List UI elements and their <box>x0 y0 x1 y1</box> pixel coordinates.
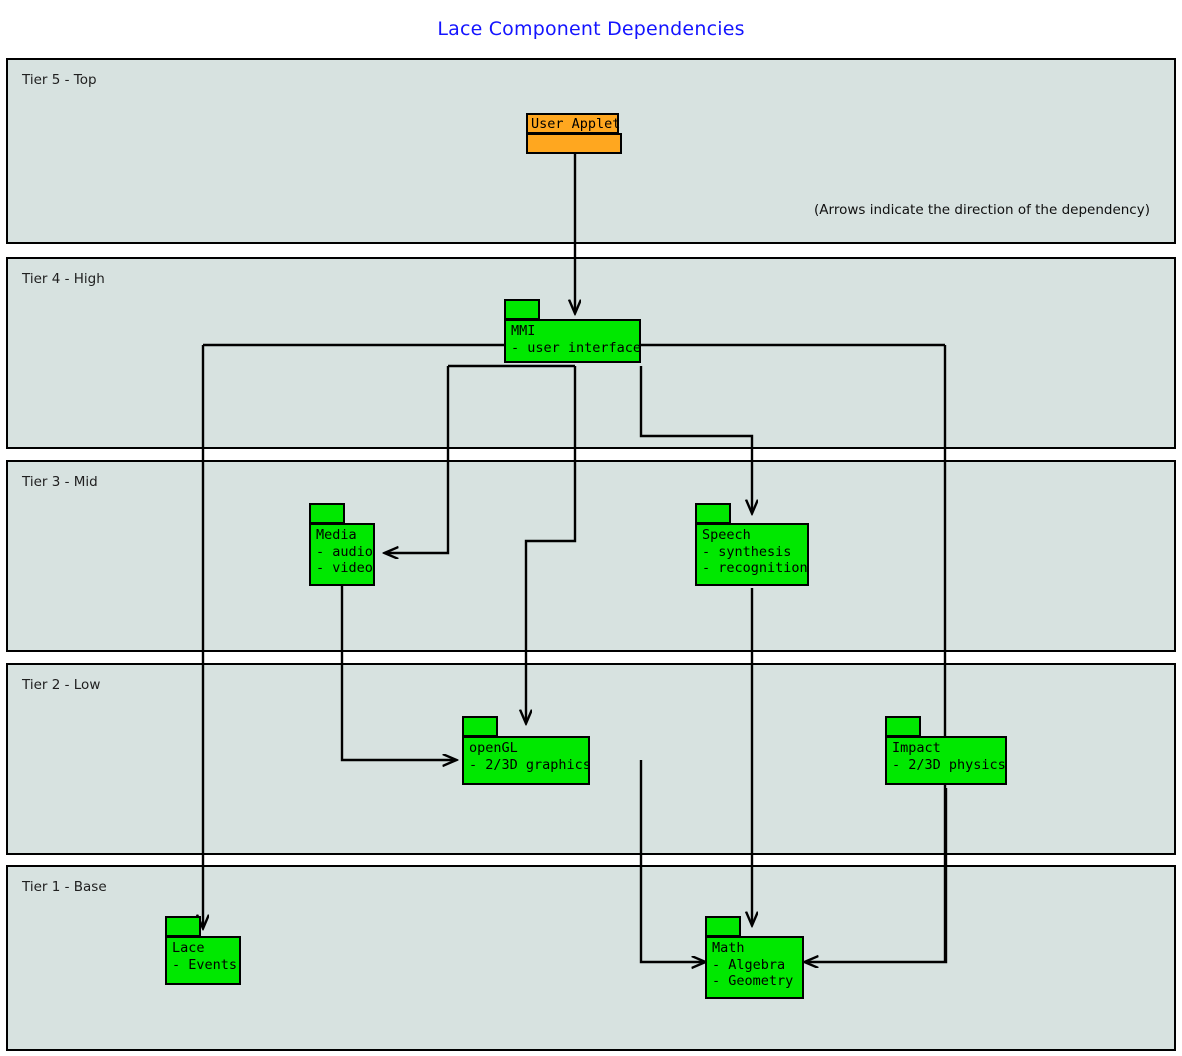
package-speech[interactable]: Speech - synthesis - recognition <box>695 503 809 586</box>
tier-container-tier-3: Tier 3 - Mid <box>6 460 1176 652</box>
package-impact[interactable]: Impact - 2/3D physics <box>885 716 1007 785</box>
package-mmi-body: MMI - user interface <box>504 319 641 363</box>
arrow-opengl-to-math <box>639 760 705 962</box>
package-math-name: Math <box>712 940 745 956</box>
tier-label-tier-3: Tier 3 - Mid <box>22 474 98 490</box>
package-opengl-item-0: - 2/3D graphics <box>469 756 591 773</box>
tier-label-tier-5: Tier 5 - Top <box>22 72 97 88</box>
package-lace-body: Lace - Events <box>165 936 241 985</box>
package-lace[interactable]: Lace - Events <box>165 916 241 985</box>
package-mmi-item-0: - user interface <box>511 339 642 356</box>
package-math-body: Math - Algebra - Geometry <box>705 936 804 999</box>
package-opengl-tab <box>462 716 498 737</box>
package-user-applet[interactable]: User Applet <box>526 113 622 154</box>
package-mmi[interactable]: MMI - user interface <box>504 299 641 363</box>
package-speech-body: Speech - synthesis - recognition <box>695 523 809 586</box>
tier-container-tier-1: Tier 1 - Base <box>6 865 1176 1051</box>
arrow-direction-note: (Arrows indicate the direction of the de… <box>814 202 1150 218</box>
package-math[interactable]: Math - Algebra - Geometry <box>705 916 804 999</box>
tier-label-tier-4: Tier 4 - High <box>22 271 105 287</box>
package-lace-name: Lace <box>172 940 205 956</box>
page-title: Lace Component Dependencies <box>437 18 745 40</box>
tier-label-tier-2: Tier 2 - Low <box>22 677 101 693</box>
package-media-item-1: - video <box>316 560 373 576</box>
package-math-item-0: - Algebra <box>712 956 786 973</box>
package-opengl[interactable]: openGL - 2/3D graphics <box>462 716 591 785</box>
package-opengl-body: openGL - 2/3D graphics <box>462 736 591 785</box>
arrow-media-to-opengl <box>340 586 456 760</box>
arrow-impact-to-math <box>805 788 948 962</box>
package-impact-body: Impact - 2/3D physics <box>885 736 1007 785</box>
package-media-name: Media <box>316 527 357 543</box>
package-math-item-1: - Geometry <box>712 973 794 989</box>
arrow-mmi-to-speech <box>639 366 752 513</box>
package-media-tab <box>309 503 345 524</box>
package-media-item-0: - audio <box>316 543 373 560</box>
package-lace-item-0: - Events <box>172 956 238 973</box>
arrow-mmi-to-media <box>385 366 450 553</box>
package-speech-item-0: - synthesis <box>702 543 792 560</box>
package-media[interactable]: Media - audio - video <box>309 503 375 586</box>
package-speech-name: Speech <box>702 527 751 543</box>
tier-label-tier-1: Tier 1 - Base <box>22 879 107 895</box>
package-impact-item-0: - 2/3D physics <box>892 756 1006 773</box>
package-opengl-name: openGL <box>469 740 518 756</box>
package-impact-name: Impact <box>892 740 941 756</box>
package-lace-tab <box>165 916 201 937</box>
package-mmi-tab <box>504 299 540 320</box>
arrow-mmi-to-opengl <box>526 366 577 723</box>
package-speech-tab <box>695 503 731 524</box>
package-impact-tab <box>885 716 921 737</box>
package-user-applet-label: User Applet <box>526 113 620 134</box>
package-mmi-name: MMI <box>511 323 536 339</box>
package-speech-item-1: - recognition <box>702 560 808 576</box>
package-math-tab <box>705 916 741 937</box>
package-media-body: Media - audio - video <box>309 523 375 586</box>
package-user-applet-body <box>526 133 622 154</box>
